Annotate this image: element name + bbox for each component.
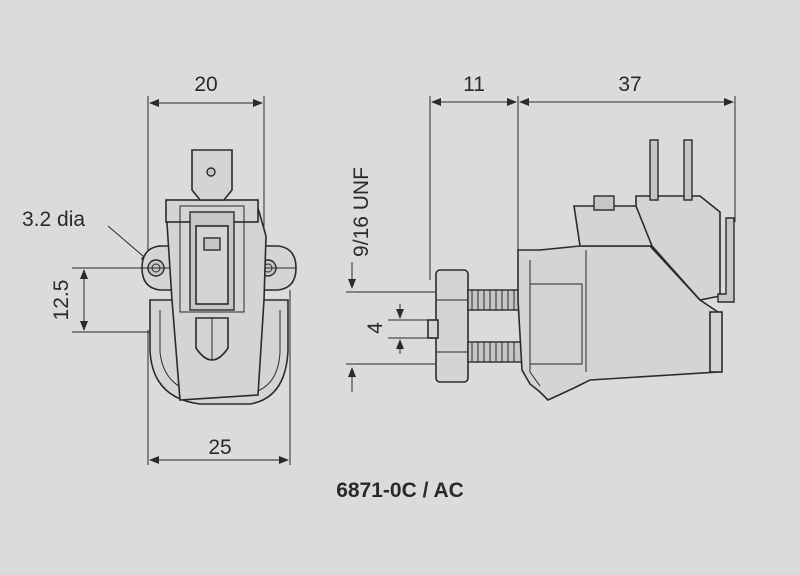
dim-hole-spacing: 12.5 <box>50 280 73 321</box>
front-terminal-hole <box>206 167 216 177</box>
hole-leader <box>107 225 151 263</box>
model-caption: 6871-0C / AC <box>336 479 464 502</box>
side-end-cap <box>709 311 723 373</box>
terminal-pin-3 <box>717 217 735 303</box>
hex-nut <box>435 269 469 383</box>
terminal-pin-1 <box>649 139 659 201</box>
side-view: 11 37 9/16 UNF 4 <box>346 73 736 401</box>
thread-spec-label: 9/16 UNF <box>350 167 373 257</box>
side-plunger <box>427 319 439 339</box>
front-contact-slot <box>203 237 221 251</box>
hole-label: 3.2 dia <box>22 208 85 231</box>
terminal-pin-2 <box>683 139 693 201</box>
plunger-dia-label: 4 <box>364 322 387 334</box>
dim-thread-length: 11 <box>463 73 485 96</box>
side-terminal-block <box>635 195 721 301</box>
dim-width-bottom: 25 <box>208 436 231 459</box>
dim-width-top: 20 <box>194 73 217 96</box>
side-actuator-cap <box>593 195 615 211</box>
front-view: 20 25 12.5 3.2 dia <box>22 73 297 465</box>
dim-body-length: 37 <box>618 73 641 96</box>
